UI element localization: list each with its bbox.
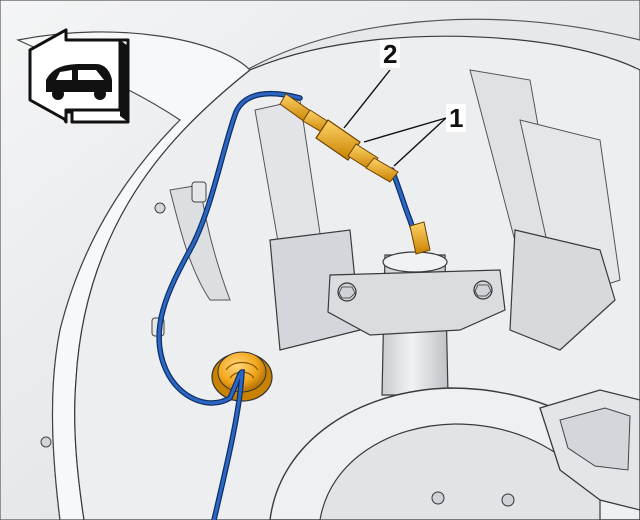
sensor-connector (409, 221, 431, 255)
callout-2-label: 2 (380, 40, 401, 68)
leader-line-1 (363, 117, 447, 143)
leader-line-1 (393, 117, 447, 167)
bracket-right (509, 229, 616, 351)
brake-caliper-window (559, 407, 631, 471)
sensor-cable (157, 92, 302, 520)
wheel-stud (501, 493, 515, 507)
mount-bolt-right-head (474, 284, 492, 297)
strut-mount-plate (327, 269, 506, 336)
connector-assembly (279, 93, 399, 183)
mount-bolt-left-head (338, 286, 356, 299)
leader-line-2 (343, 69, 391, 129)
car-front-direction-icon (28, 28, 130, 124)
strut-top-cap (382, 251, 448, 273)
body-clip (154, 202, 166, 214)
callout-1-label: 1 (446, 104, 467, 132)
body-clip (40, 436, 52, 448)
cable-holder (191, 181, 207, 203)
wheel-stud (431, 491, 445, 505)
